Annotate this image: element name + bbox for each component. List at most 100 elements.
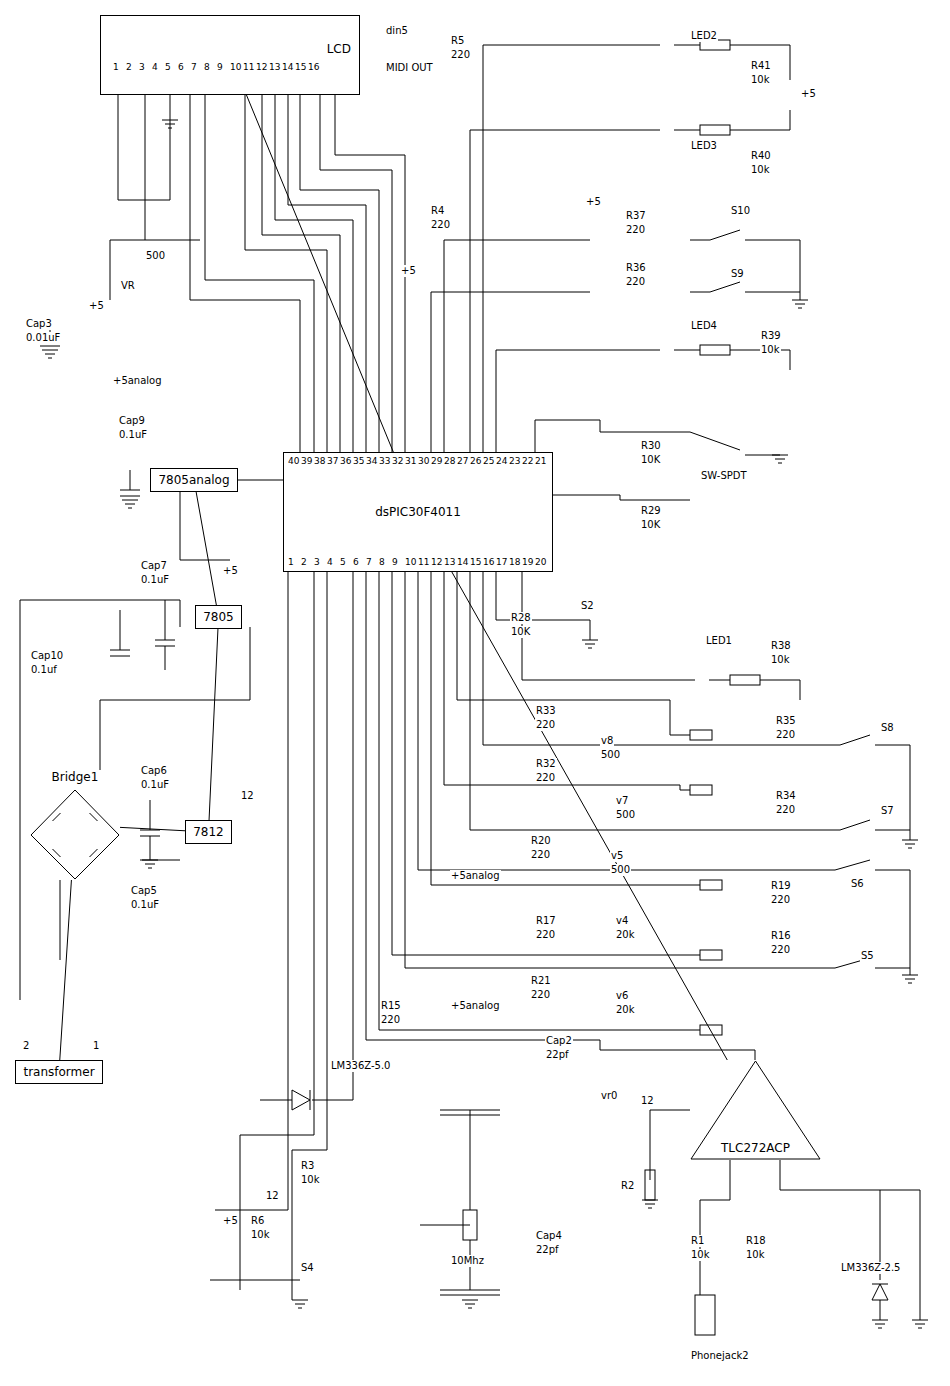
wire-line (470, 110, 790, 452)
wire-line (312, 572, 353, 1100)
pin-number: 9 (392, 557, 398, 568)
pin-number: 11 (243, 62, 254, 73)
component-label: +5 (88, 300, 105, 312)
wire-line (180, 480, 283, 560)
pin-number: 12 (256, 62, 267, 73)
resistor-symbol (700, 345, 730, 355)
wire-line (444, 572, 690, 790)
pin-number: 33 (379, 456, 390, 467)
component-label: 10k (770, 654, 791, 666)
component-label: 0.1uf (30, 664, 58, 676)
ground-symbol (872, 1320, 888, 1328)
ground-symbol (902, 840, 918, 848)
wire-line (110, 240, 200, 300)
component-label: LED3 (690, 140, 718, 152)
component-label: R34 (775, 790, 797, 802)
resistor-symbol (700, 125, 730, 135)
part-label: 7812 (193, 825, 224, 839)
component-label: R17 (535, 915, 557, 927)
component-label: 220 (775, 729, 796, 741)
component-label: LED2 (690, 30, 718, 42)
wire-line (470, 572, 910, 840)
component-label: R2 (620, 1180, 635, 1192)
wire-line (650, 1110, 690, 1180)
resistor-symbol (700, 1025, 722, 1035)
ground-symbol (902, 975, 918, 983)
regulator-box: 7805 (195, 605, 242, 629)
resistor-symbol (700, 950, 722, 960)
wire-line (700, 1160, 730, 1295)
part-label: TLC272ACP (721, 1141, 790, 1155)
pin-number: 38 (314, 456, 325, 467)
diode-symbol (872, 1284, 888, 1300)
pin-number: 20 (535, 557, 546, 568)
component-label: R3 (300, 1160, 315, 1172)
component-label: 220 (535, 772, 556, 784)
part-label: 7805analog (158, 473, 229, 487)
wire-line (110, 610, 130, 656)
component-label: 0.01uF (25, 332, 61, 344)
pin-number: 16 (483, 557, 494, 568)
pin-number: 12 (431, 557, 442, 568)
component-label: 500 (600, 749, 621, 761)
wire-line (190, 95, 379, 452)
wire-line (215, 572, 288, 1210)
pin-number: 7 (366, 557, 372, 568)
wire-line (431, 240, 800, 452)
pin-number: 3 (314, 557, 320, 568)
diode-symbol (292, 1090, 310, 1110)
shape-outline (31, 790, 119, 879)
pin-number: 36 (340, 456, 351, 467)
component-label: v8 (600, 735, 614, 747)
pin-number: 40 (288, 456, 299, 467)
component-label: R1 (690, 1235, 705, 1247)
component-label: +5analog (450, 1000, 501, 1012)
wire-line (366, 572, 755, 1060)
component-label: 12 (265, 1190, 280, 1202)
pin-number: 24 (496, 456, 507, 467)
pin-number: 4 (152, 62, 158, 73)
component-label: 220 (530, 849, 551, 861)
ground-symbol (142, 860, 158, 868)
transformer-box: transformer (15, 1060, 103, 1084)
diode-symbol (53, 813, 98, 857)
component-label: R36 (625, 262, 647, 274)
component-label: 10k (750, 74, 771, 86)
component-label: S6 (850, 878, 865, 890)
component-label: 0.1uF (140, 779, 170, 791)
component-label: 10K (640, 519, 661, 531)
ground-symbol (162, 120, 178, 128)
wire-line (496, 350, 790, 452)
wire-line (872, 1190, 920, 1320)
wire-line (522, 572, 800, 700)
pin-number: 21 (535, 456, 546, 467)
part-label: LCD (327, 42, 351, 56)
resistor-symbol (645, 1170, 655, 1200)
component-label: 220 (450, 49, 471, 61)
wire-line (20, 40, 920, 1335)
component-label: v6 (615, 990, 629, 1002)
component-label: 10k (750, 164, 771, 176)
bridge-outline (30, 770, 120, 880)
microcontroller-chip: dsPIC30F4011 (283, 452, 553, 572)
component-label: S4 (300, 1262, 315, 1274)
component-label: LM336Z-2.5 (840, 1262, 901, 1274)
component-label: R40 (750, 150, 772, 162)
component-label: 220 (770, 894, 791, 906)
component-label: LM336Z-5.0 (330, 1060, 391, 1072)
wire-line (392, 572, 700, 955)
part-label: 7805 (203, 610, 234, 624)
ground-symbol (772, 455, 788, 463)
pin-number: 16 (308, 62, 319, 73)
component-label: 220 (535, 719, 556, 731)
component-label: 500 (610, 864, 631, 876)
opamp-triangle: TLC272ACP (690, 1060, 821, 1160)
component-label: R4 (430, 205, 445, 217)
component-label: Cap6 (140, 765, 168, 777)
component-label: 500 (615, 809, 636, 821)
ground-symbol (582, 640, 598, 648)
bridge-diamond: Bridge1 (30, 770, 120, 880)
component-label: +5 (222, 565, 239, 577)
